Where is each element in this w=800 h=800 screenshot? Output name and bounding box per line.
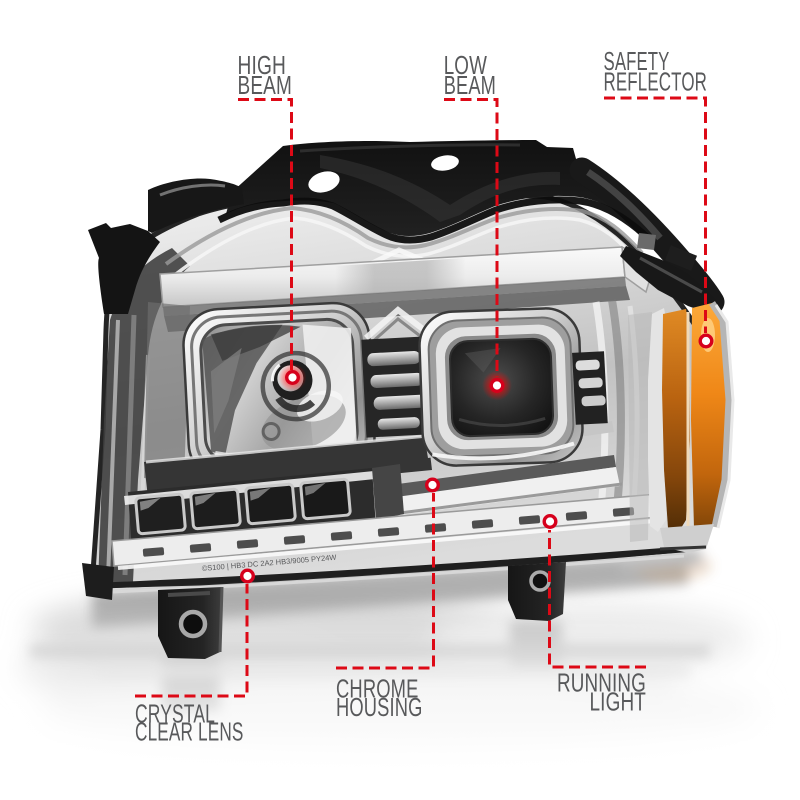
svg-text:CRYSTAL: CRYSTAL — [135, 701, 215, 729]
svg-text:CLEAR LENS: CLEAR LENS — [135, 719, 244, 747]
svg-text:BEAM: BEAM — [444, 72, 496, 100]
svg-text:LIGHT: LIGHT — [590, 689, 647, 717]
svg-text:SAFETY: SAFETY — [604, 48, 670, 76]
svg-text:HOUSING: HOUSING — [336, 694, 423, 722]
svg-text:RUNNING: RUNNING — [557, 670, 646, 698]
svg-text:LOW: LOW — [444, 52, 487, 80]
svg-text:HIGH: HIGH — [238, 52, 287, 80]
svg-text:BEAM: BEAM — [238, 72, 293, 100]
svg-text:CHROME: CHROME — [336, 676, 419, 704]
svg-text:REFLECTOR: REFLECTOR — [604, 69, 708, 97]
